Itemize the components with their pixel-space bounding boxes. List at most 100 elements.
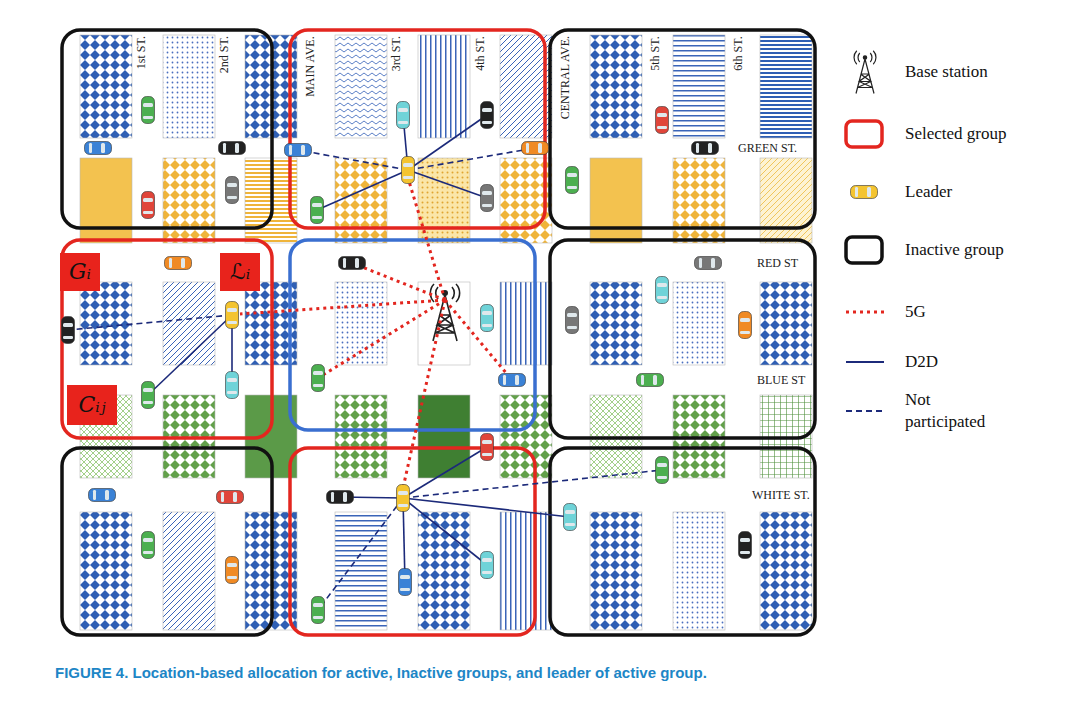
building — [760, 512, 812, 630]
street-name: GREEN ST. — [738, 142, 797, 155]
idle-link — [318, 498, 403, 610]
5g-link — [352, 263, 445, 300]
building — [673, 158, 725, 243]
building — [335, 158, 387, 243]
building — [335, 512, 387, 630]
selected-group — [290, 30, 545, 228]
legend-label: Leader — [905, 181, 1055, 203]
leader-car — [397, 485, 410, 512]
street-name: WHITE ST. — [752, 489, 810, 502]
d2d-link — [403, 498, 487, 565]
building — [500, 512, 552, 630]
5g-link — [403, 300, 445, 488]
d2d-link — [408, 170, 487, 198]
building — [760, 282, 812, 365]
idle-link — [68, 315, 232, 330]
car — [217, 491, 244, 504]
car — [499, 374, 526, 387]
building — [163, 35, 215, 138]
car — [656, 457, 669, 484]
5g-links — [240, 178, 512, 488]
building — [163, 158, 215, 243]
d2d-link — [317, 170, 408, 210]
street-name: 2nd ST. — [217, 36, 230, 73]
car — [656, 277, 669, 304]
d2d-links — [148, 115, 570, 582]
idle-link — [408, 148, 535, 170]
math-label: ℒᵢ — [230, 260, 250, 284]
d2d-link — [403, 498, 570, 517]
building — [673, 35, 725, 138]
legend-leader-car — [851, 186, 878, 199]
legend-5g-line — [846, 311, 884, 314]
building — [760, 158, 812, 243]
leader-car — [226, 302, 239, 329]
5g-link — [408, 178, 445, 300]
car — [142, 97, 155, 124]
car — [739, 312, 752, 339]
inactive-group — [62, 30, 272, 228]
legend-label: Inactive group — [905, 239, 1055, 261]
legend-label: D2D — [905, 351, 1055, 373]
idle-link — [298, 150, 408, 170]
building — [80, 282, 132, 365]
base-station-group — [290, 240, 535, 430]
street-name: RED ST — [757, 257, 798, 270]
label-box: Cᵢⱼ — [67, 385, 117, 425]
group-frames — [62, 30, 815, 635]
street-name: BLUE ST — [757, 374, 805, 387]
building — [760, 35, 812, 138]
street-name: 5th ST. — [649, 36, 662, 70]
car — [165, 257, 192, 270]
car — [285, 144, 312, 157]
car — [339, 257, 366, 270]
legend-samples — [846, 51, 884, 411]
building — [590, 35, 642, 138]
building — [80, 512, 132, 630]
car — [397, 102, 410, 129]
building — [80, 35, 132, 138]
car — [226, 372, 239, 399]
car — [481, 552, 494, 579]
building — [335, 35, 387, 138]
building — [500, 282, 552, 365]
car — [399, 569, 412, 596]
car — [695, 257, 722, 270]
legend-label: Base station — [905, 61, 1055, 83]
math-label: Cᵢⱼ — [78, 393, 105, 417]
leader-car — [402, 157, 415, 184]
car — [142, 192, 155, 219]
building — [590, 512, 642, 630]
car — [312, 597, 325, 624]
car — [89, 489, 116, 502]
inactive-group — [550, 30, 815, 228]
legend-dashed-line — [846, 410, 884, 412]
building — [418, 35, 470, 138]
building — [418, 158, 470, 243]
car — [739, 532, 752, 559]
car — [85, 142, 112, 155]
car — [692, 142, 719, 155]
building — [673, 512, 725, 630]
building — [163, 282, 215, 365]
car — [226, 177, 239, 204]
street-name: 1st ST. — [134, 36, 147, 69]
building — [673, 282, 725, 365]
car — [481, 434, 494, 461]
car — [566, 167, 579, 194]
d2d-link — [148, 315, 232, 395]
car — [327, 491, 354, 504]
legend-tower-icon — [854, 51, 876, 94]
label-box: ℒᵢ — [220, 253, 260, 291]
buildings — [80, 35, 812, 630]
car — [219, 142, 246, 155]
car — [481, 305, 494, 332]
street-name: 6th ST. — [732, 36, 745, 70]
car — [481, 102, 494, 129]
car — [142, 382, 155, 409]
car — [312, 365, 325, 392]
legend-d2d-line — [846, 361, 884, 363]
legend-inactive-sample — [846, 237, 882, 263]
car — [566, 307, 579, 334]
